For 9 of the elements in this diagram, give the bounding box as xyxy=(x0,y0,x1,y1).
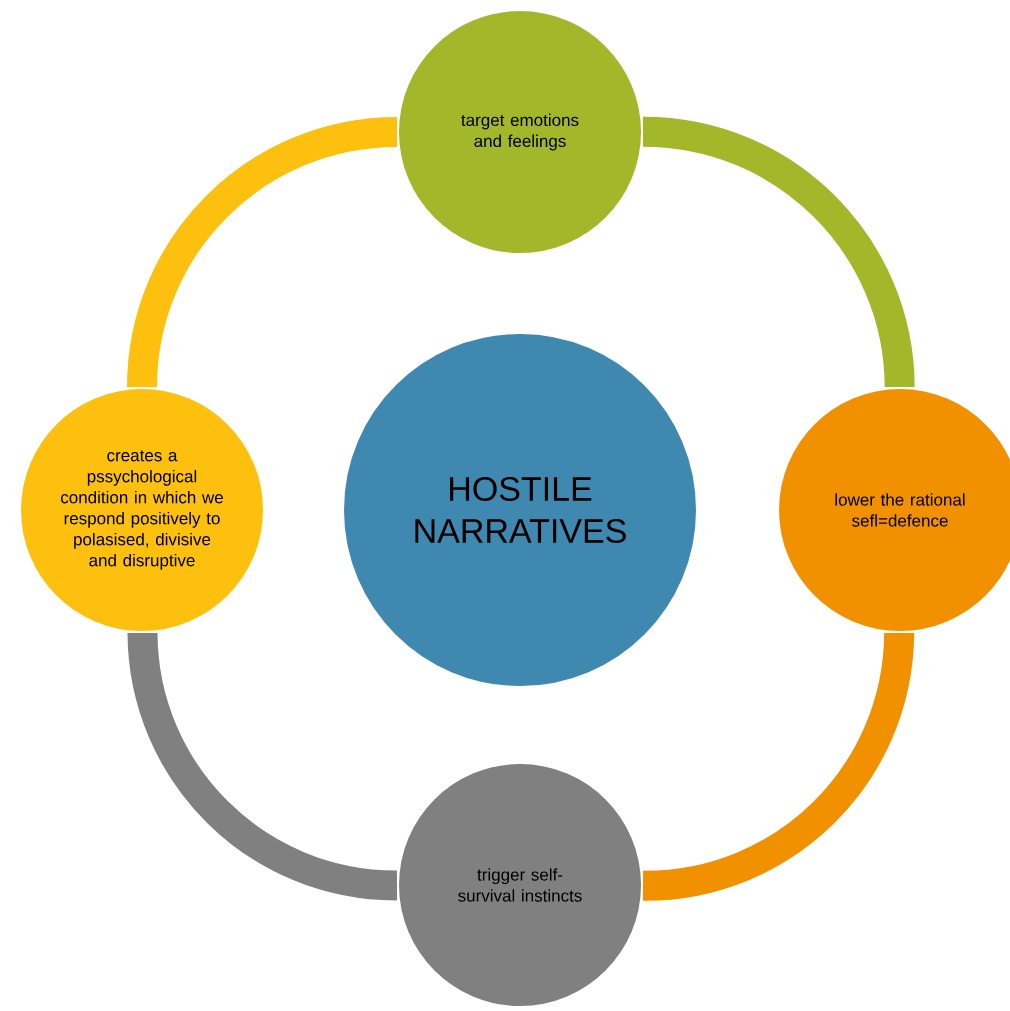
ring-arc xyxy=(642,116,915,388)
circle-node: lower the rational sefl=defence xyxy=(777,387,1010,633)
circle-node: HOSTILE NARRATIVES xyxy=(342,332,698,688)
ring-arc xyxy=(127,631,398,901)
circle-node: creates a pssychological condition in which we respond positively to polasised, divisive and disruptive xyxy=(19,387,265,633)
ring-arc xyxy=(127,117,398,388)
circle-node: target emotions and feelings xyxy=(397,9,643,255)
ring-arc xyxy=(642,631,915,901)
circle-node: trigger self- survival instincts xyxy=(397,762,643,1008)
